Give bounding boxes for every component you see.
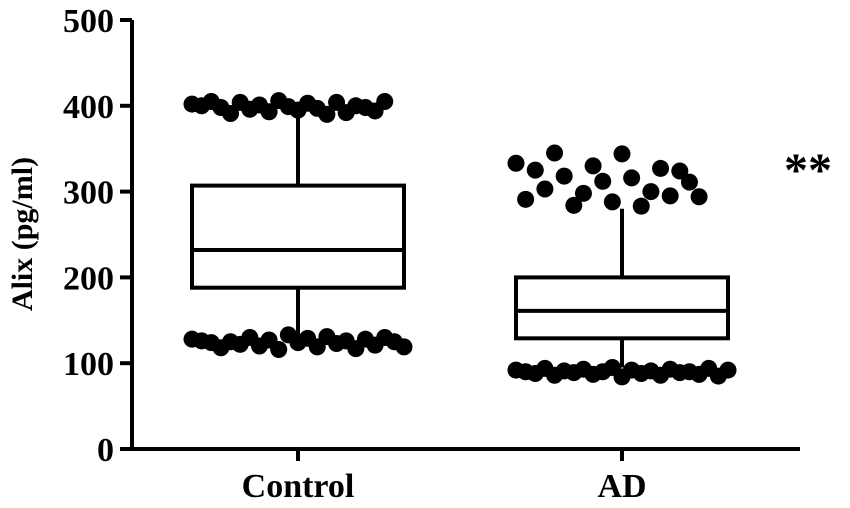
significance-annotation: **: [784, 144, 832, 197]
outlier-point: [680, 173, 698, 191]
outlier-point: [555, 167, 573, 185]
outlier-point: [623, 169, 641, 187]
outlier-point: [642, 183, 660, 201]
iqr-box: [514, 275, 730, 341]
outlier-point: [318, 105, 336, 123]
y-tick-label: 500: [63, 3, 114, 40]
y-tick-label: 100: [63, 346, 114, 383]
y-tick-label: 0: [97, 432, 114, 469]
x-category-label: AD: [597, 468, 646, 505]
outlier-point: [603, 193, 621, 211]
outlier-point: [613, 145, 631, 163]
outlier-point: [536, 180, 554, 198]
outlier-point: [719, 361, 737, 379]
outlier-point: [517, 190, 535, 208]
outlier-point: [574, 184, 592, 202]
outlier-point: [632, 197, 650, 215]
outlier-point: [546, 144, 564, 162]
box-group-ad: [507, 144, 737, 386]
outlier-point: [652, 159, 670, 177]
outlier-point: [671, 162, 689, 180]
y-tick-label: 300: [63, 175, 114, 212]
y-tick-label: 200: [63, 260, 114, 297]
outlier-point: [690, 188, 708, 206]
boxes: [183, 92, 737, 386]
y-axis-title: Alix (pg/ml): [6, 157, 39, 311]
outlier-point: [594, 172, 612, 190]
outlier-point: [507, 154, 525, 172]
box-group-control: [183, 92, 413, 358]
outlier-point: [565, 196, 583, 214]
outlier-point: [270, 340, 288, 358]
outlier-point: [584, 157, 602, 175]
y-tick-label: 400: [63, 89, 114, 126]
outlier-point: [661, 187, 679, 205]
x-category-label: Control: [242, 468, 355, 505]
outlier-point: [260, 103, 278, 121]
outlier-point: [376, 93, 394, 111]
outlier-point: [526, 161, 544, 179]
iqr-box: [190, 183, 406, 290]
outlier-point: [395, 338, 413, 356]
outlier-point: [222, 105, 240, 123]
